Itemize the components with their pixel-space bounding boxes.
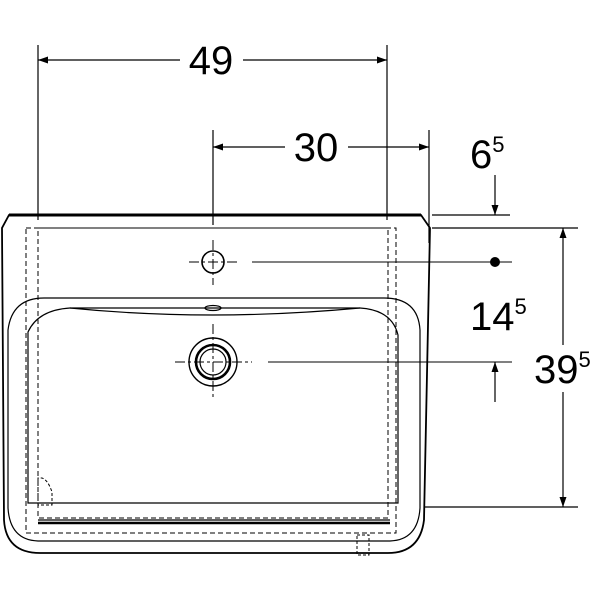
basin-rim-inner xyxy=(7,297,421,542)
tap-hole xyxy=(189,240,512,285)
basin-outline xyxy=(1,213,431,556)
dim-30-label: 30 xyxy=(294,126,339,170)
bowl-back-curve xyxy=(69,307,361,316)
basin-bowl xyxy=(27,307,399,504)
overflow-slot xyxy=(204,304,222,312)
tap-centerline-dot xyxy=(490,257,500,267)
dim-14-5-main: 14 xyxy=(470,295,515,339)
dim-6-5-label: 65 xyxy=(470,132,505,177)
waste-outlet xyxy=(175,324,512,400)
dim-6-5-sup: 5 xyxy=(492,132,504,157)
hidden-lines xyxy=(25,227,397,534)
dimension-lines xyxy=(38,56,567,507)
mounting-bracket-right xyxy=(356,534,370,556)
dim-6-5-main: 6 xyxy=(470,133,492,177)
basin-outer-edge xyxy=(1,214,431,554)
dim-49-label: 49 xyxy=(189,39,234,83)
mounting-bracket-left xyxy=(37,477,53,506)
dim-14-5-label: 145 xyxy=(470,294,527,339)
extension-lines xyxy=(37,45,578,508)
dim-14-5-sup: 5 xyxy=(515,294,527,319)
dashed-outer-area xyxy=(25,227,397,534)
dim-39-5-label: 395 xyxy=(534,347,591,392)
dashed-counter-area xyxy=(37,227,389,519)
dim-39-5-sup: 5 xyxy=(579,347,591,372)
dim-39-5-main: 39 xyxy=(534,348,579,392)
